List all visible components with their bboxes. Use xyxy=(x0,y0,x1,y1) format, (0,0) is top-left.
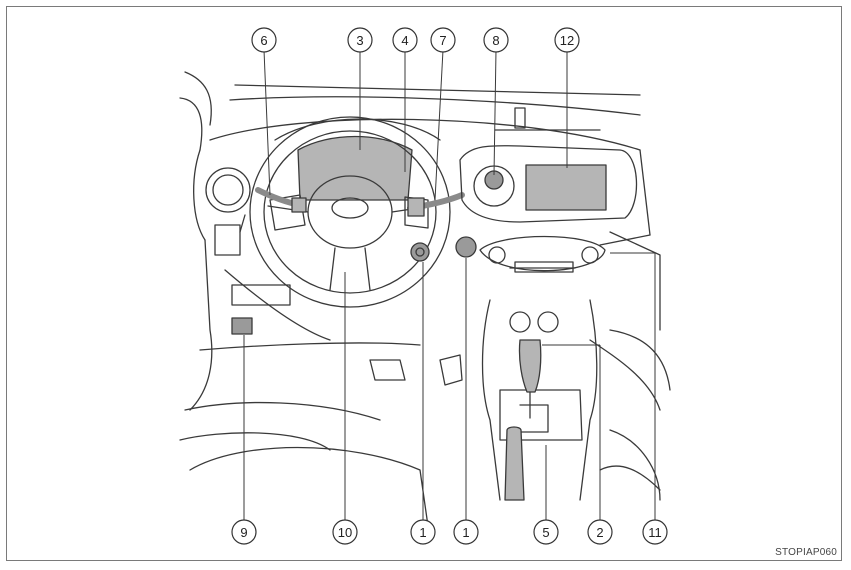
dashboard-outline xyxy=(179,71,671,501)
callout-5: 5 xyxy=(533,519,559,545)
svg-text:12: 12 xyxy=(560,33,574,48)
callout-4: 4 xyxy=(392,27,418,53)
parking-brake xyxy=(504,426,525,501)
pedals xyxy=(369,354,463,386)
svg-text:2: 2 xyxy=(596,525,603,540)
callout-3: 3 xyxy=(347,27,373,53)
svg-text:5: 5 xyxy=(542,525,549,540)
callout-markers: 6 3 4 7 8 12 9 10 xyxy=(231,27,668,545)
seats xyxy=(189,446,661,541)
callout-7: 7 xyxy=(430,27,456,53)
callout-1-left: 1 xyxy=(410,519,436,545)
svg-text:1: 1 xyxy=(419,525,426,540)
figure-code: STOPIAP060 xyxy=(775,547,837,558)
hood-release xyxy=(231,317,253,335)
center-display xyxy=(525,164,607,211)
svg-text:8: 8 xyxy=(492,33,499,48)
callout-10: 10 xyxy=(332,519,358,545)
svg-text:1: 1 xyxy=(462,525,469,540)
instrument-cluster xyxy=(274,118,441,201)
figure-frame xyxy=(6,6,842,561)
svg-text:4: 4 xyxy=(401,33,408,48)
engine-switch xyxy=(410,242,430,262)
callout-2: 2 xyxy=(587,519,613,545)
leader-lines xyxy=(243,49,656,520)
center-panel xyxy=(459,107,638,223)
svg-text:9: 9 xyxy=(240,525,247,540)
callout-6: 6 xyxy=(251,27,277,53)
callout-1-right: 1 xyxy=(453,519,479,545)
callout-11: 11 xyxy=(642,519,668,545)
climate-controls xyxy=(479,235,606,273)
svg-text:6: 6 xyxy=(260,33,267,48)
shift-lever xyxy=(518,339,542,419)
left-air-vent xyxy=(205,167,251,213)
svg-text:7: 7 xyxy=(439,33,446,48)
lever-stalks xyxy=(255,187,465,217)
callout-8: 8 xyxy=(483,27,509,53)
center-console xyxy=(481,299,598,501)
svg-text:10: 10 xyxy=(338,525,352,540)
svg-text:3: 3 xyxy=(356,33,363,48)
svg-text:11: 11 xyxy=(648,525,662,540)
center-switch xyxy=(455,236,477,258)
callout-9: 9 xyxy=(231,519,257,545)
callout-12: 12 xyxy=(554,27,580,53)
